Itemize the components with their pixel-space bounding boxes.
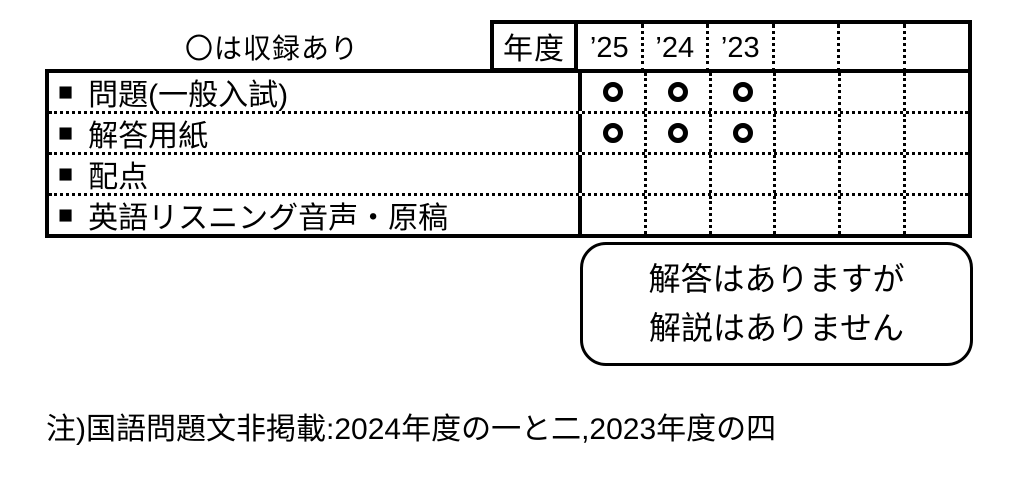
table-row: ■ 解答用紙 bbox=[49, 114, 968, 155]
mark-cell bbox=[776, 114, 842, 152]
callout-bubble: 解答はありますが 解説はありません bbox=[580, 242, 973, 366]
table-row: ■ 問題(一般入試) bbox=[49, 73, 968, 114]
mark-cell bbox=[906, 114, 968, 152]
year-column-header bbox=[906, 24, 969, 72]
row-marks bbox=[582, 114, 968, 152]
bullet-square-icon: ■ bbox=[58, 77, 74, 106]
row-marks bbox=[582, 196, 968, 234]
included-circle-icon bbox=[732, 123, 753, 143]
mark-cell bbox=[712, 73, 777, 111]
year-header-label-cell: 年度 bbox=[490, 20, 578, 72]
year-columns: ’25’24’23 bbox=[578, 20, 972, 72]
mark-cell bbox=[841, 196, 907, 234]
row-label: 配点 bbox=[88, 161, 149, 193]
mark-cell bbox=[582, 73, 647, 111]
mark-cell bbox=[712, 114, 777, 152]
mark-cell bbox=[841, 114, 907, 152]
mark-cell bbox=[712, 155, 777, 193]
included-circle-icon bbox=[732, 82, 753, 102]
callout-line-1: 解答はありますが bbox=[648, 261, 905, 297]
mark-cell bbox=[647, 73, 712, 111]
row-label-cell: ■ 問題(一般入試) bbox=[49, 73, 582, 111]
mark-cell bbox=[647, 155, 712, 193]
bullet-square-icon: ■ bbox=[58, 118, 74, 147]
mark-cell bbox=[906, 73, 968, 111]
mark-cell bbox=[712, 196, 777, 234]
year-column-header bbox=[840, 24, 906, 72]
mark-cell bbox=[906, 196, 968, 234]
year-column-header: ’24 bbox=[644, 24, 709, 72]
included-circle-icon bbox=[667, 123, 688, 143]
mark-cell bbox=[776, 73, 842, 111]
mark-cell bbox=[776, 196, 842, 234]
footnote: 注)国語問題文非掲載:2024年度の一と二,2023年度の四 bbox=[46, 413, 777, 446]
included-circle-icon bbox=[602, 82, 623, 102]
included-materials-table: ■ 問題(一般入試) ■ 解答用紙 ■ 配点 ■ 英語リスニング音声・原稿 bbox=[45, 69, 972, 238]
mark-cell bbox=[776, 155, 842, 193]
bullet-square-icon: ■ bbox=[58, 159, 74, 188]
mark-cell bbox=[582, 155, 647, 193]
mark-cell bbox=[841, 73, 907, 111]
callout-line-2: 解説はありません bbox=[648, 310, 905, 346]
mark-cell bbox=[582, 114, 647, 152]
row-label-cell: ■ 配点 bbox=[49, 155, 582, 193]
mark-cell bbox=[906, 155, 968, 193]
legend-text: 〇は収録あり bbox=[185, 33, 360, 64]
mark-cell bbox=[582, 196, 647, 234]
row-label: 問題(一般入試) bbox=[88, 79, 289, 111]
table-row: ■ 英語リスニング音声・原稿 bbox=[49, 196, 968, 234]
included-circle-icon bbox=[667, 82, 688, 102]
mark-cell bbox=[841, 155, 907, 193]
year-column-header: ’23 bbox=[709, 24, 775, 72]
row-label-cell: ■ 解答用紙 bbox=[49, 114, 582, 152]
mark-cell bbox=[647, 196, 712, 234]
table-row: ■ 配点 bbox=[49, 155, 968, 196]
included-circle-icon bbox=[602, 123, 623, 143]
row-label: 解答用紙 bbox=[88, 120, 209, 152]
row-label: 英語リスニング音声・原稿 bbox=[88, 202, 449, 234]
year-column-header bbox=[775, 24, 840, 72]
row-marks bbox=[582, 155, 968, 193]
year-column-header: ’25 bbox=[578, 24, 644, 72]
mark-cell bbox=[647, 114, 712, 152]
bullet-square-icon: ■ bbox=[58, 200, 74, 229]
row-marks bbox=[582, 73, 968, 111]
row-label-cell: ■ 英語リスニング音声・原稿 bbox=[49, 196, 582, 234]
year-header-row: 年度 ’25’24’23 bbox=[490, 20, 972, 72]
